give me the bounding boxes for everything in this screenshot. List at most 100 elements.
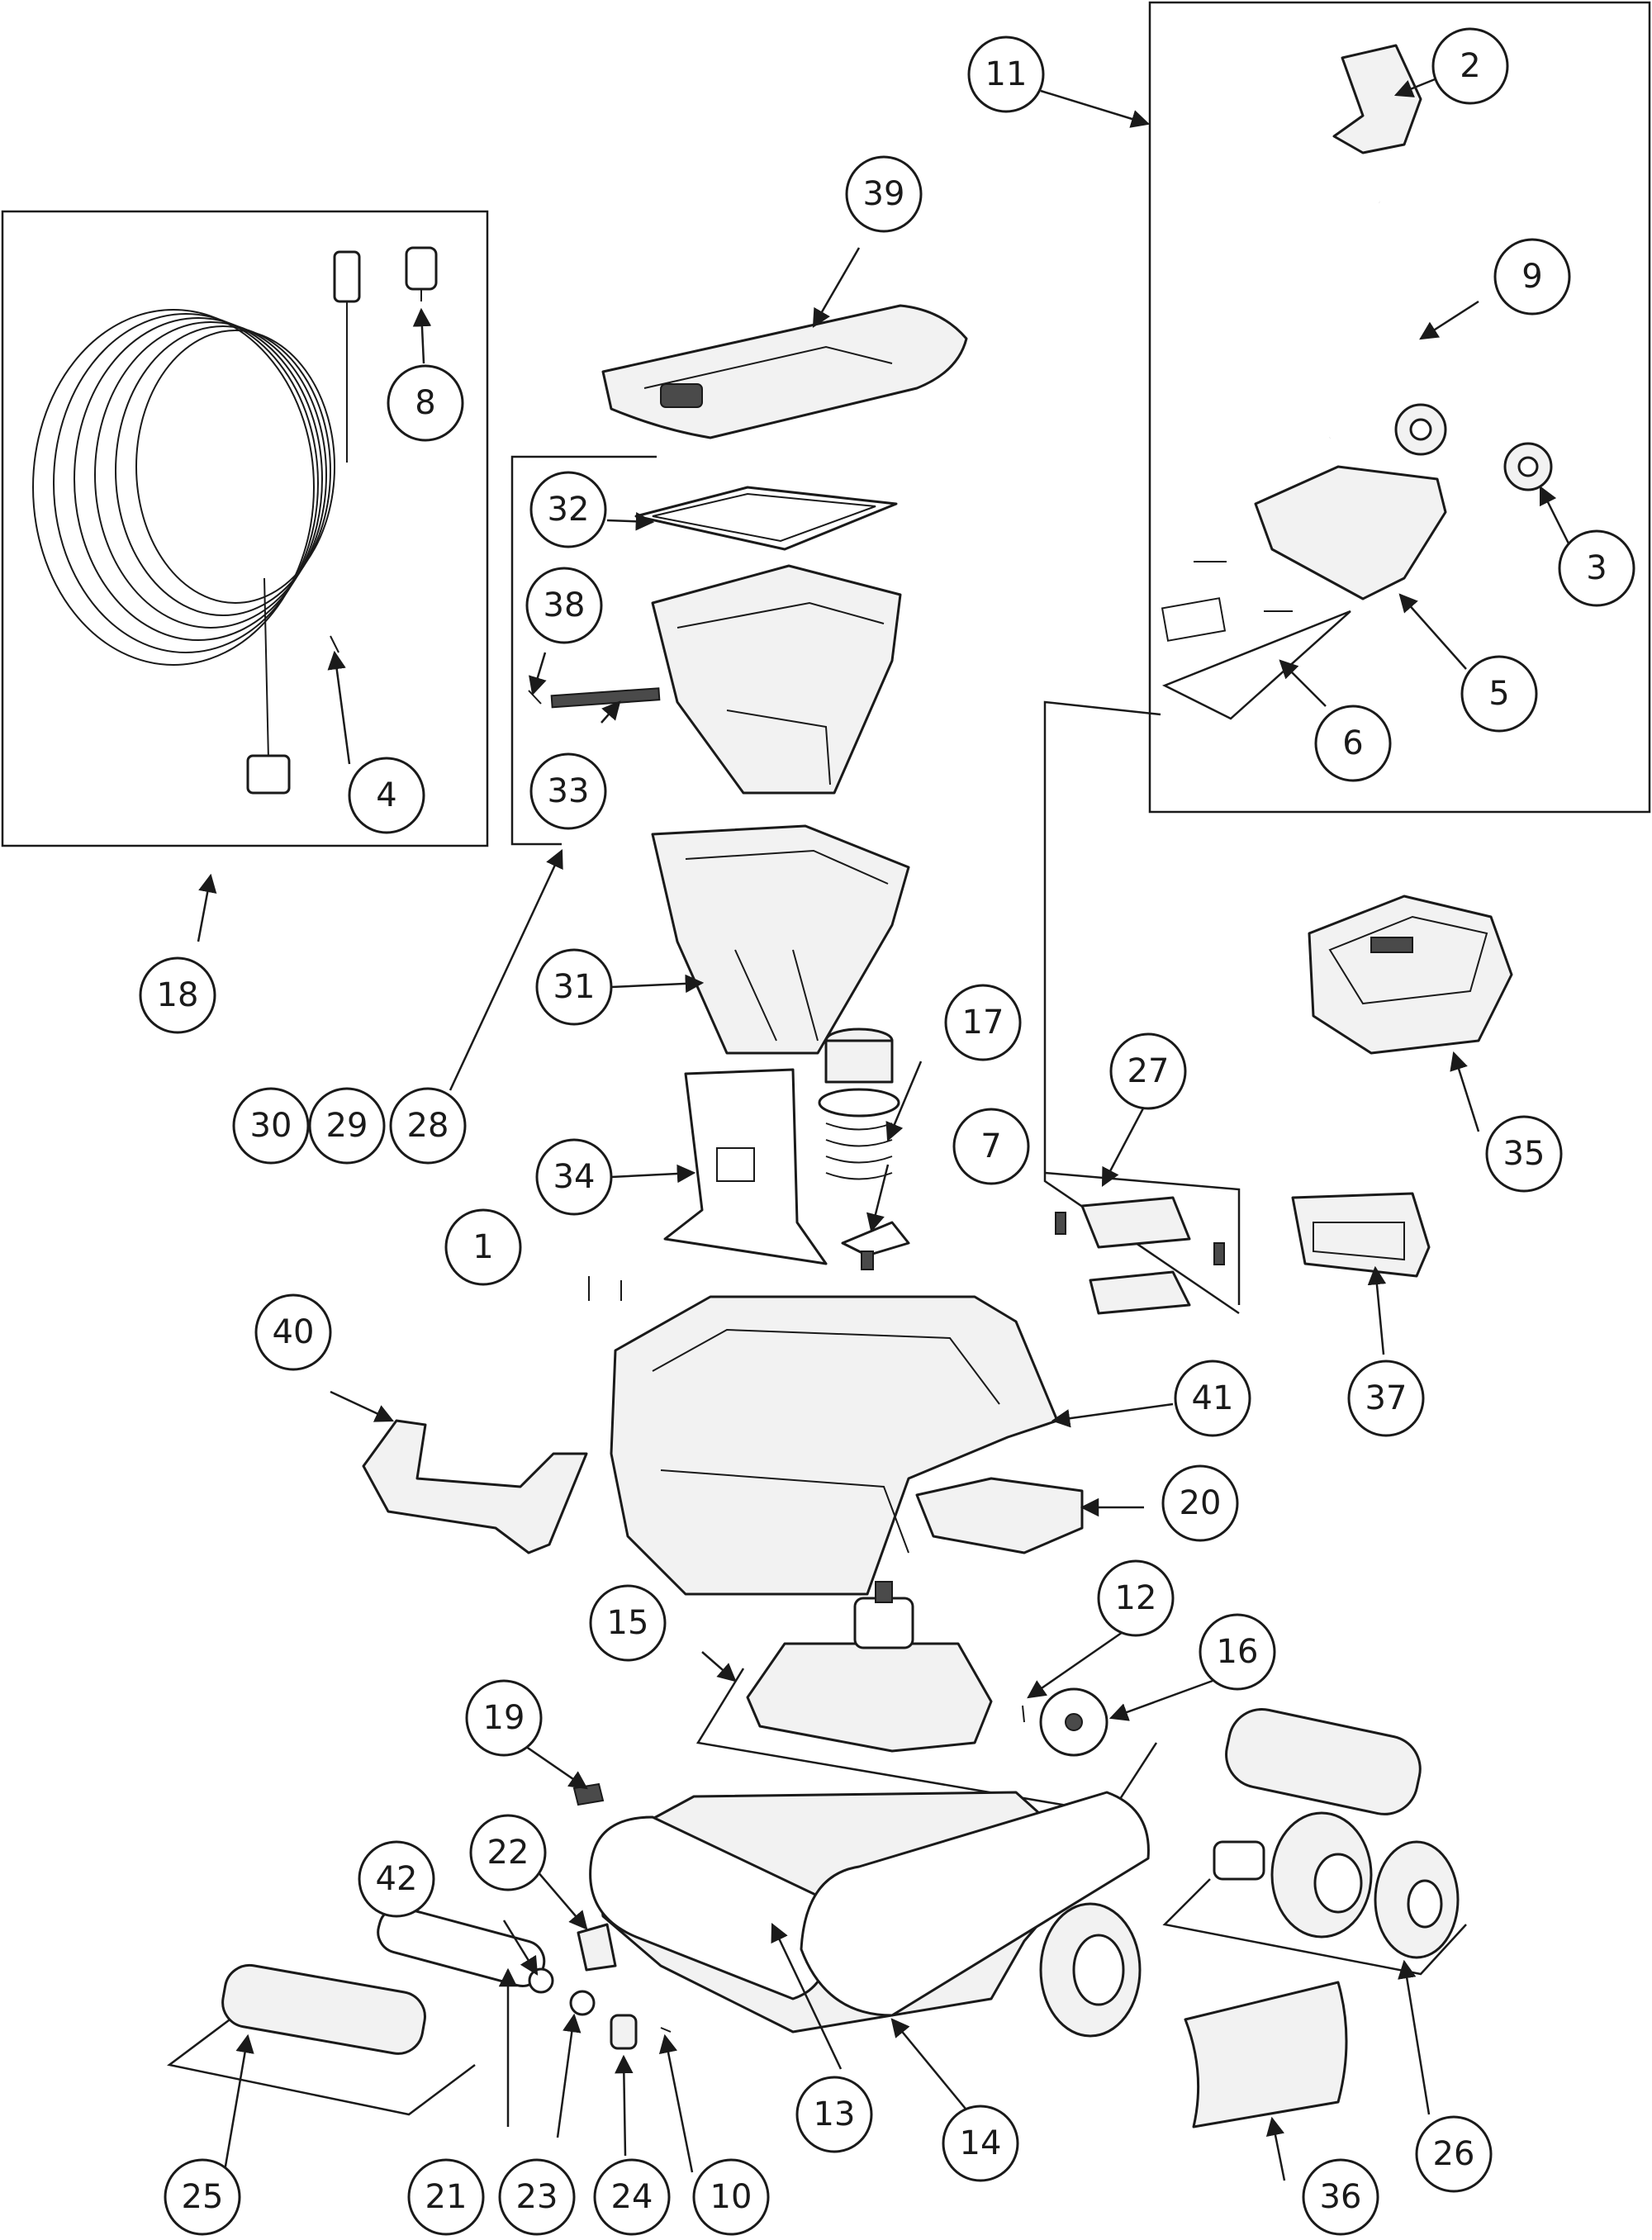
callout-39: 39 bbox=[845, 155, 923, 233]
callout-6: 6 bbox=[1314, 705, 1392, 782]
callout-24: 24 bbox=[593, 2158, 671, 2236]
callout-36: 36 bbox=[1302, 2158, 1379, 2236]
float-clip bbox=[572, 1782, 605, 1806]
handle bbox=[362, 1419, 588, 1554]
pad-kit-bracket bbox=[1043, 700, 1240, 1315]
svg-text:28: 28 bbox=[407, 1107, 449, 1145]
svg-text:29: 29 bbox=[326, 1107, 368, 1145]
svg-text:2: 2 bbox=[1460, 47, 1480, 85]
impeller bbox=[841, 1221, 910, 1270]
cable-kit-frame bbox=[1, 210, 489, 847]
callout-14: 14 bbox=[942, 2105, 1019, 2182]
filter-cover bbox=[634, 486, 898, 551]
svg-text:33: 33 bbox=[548, 772, 590, 810]
callout-16: 16 bbox=[1199, 1613, 1276, 1691]
callout-22: 22 bbox=[469, 1814, 547, 1891]
collar bbox=[569, 1990, 596, 2016]
svg-text:20: 20 bbox=[1180, 1484, 1222, 1522]
callout-37: 37 bbox=[1347, 1360, 1425, 1437]
svg-text:31: 31 bbox=[553, 968, 596, 1006]
callout-2: 2 bbox=[1431, 27, 1509, 105]
callout-17: 17 bbox=[944, 984, 1022, 1061]
svg-text:16: 16 bbox=[1217, 1633, 1259, 1671]
front-brush bbox=[1225, 1708, 1422, 1815]
brush-rear-bracket bbox=[167, 2015, 476, 2116]
callout-29: 29 bbox=[308, 1087, 386, 1165]
svg-text:23: 23 bbox=[516, 2178, 558, 2216]
svg-text:41: 41 bbox=[1192, 1379, 1234, 1417]
svg-text:39: 39 bbox=[863, 175, 905, 213]
svg-text:9: 9 bbox=[1521, 258, 1542, 296]
callout-11: 11 bbox=[967, 36, 1045, 113]
callout-4: 4 bbox=[348, 757, 425, 834]
pump-bracket bbox=[915, 1477, 1084, 1554]
filter-canister bbox=[651, 564, 902, 795]
callout-20: 20 bbox=[1161, 1464, 1239, 1542]
svg-text:25: 25 bbox=[182, 2178, 224, 2216]
svg-text:13: 13 bbox=[814, 2095, 856, 2133]
callout-27: 27 bbox=[1109, 1032, 1187, 1110]
caddy-kit-frame bbox=[1148, 1, 1651, 814]
svg-text:17: 17 bbox=[962, 1004, 1004, 1042]
svg-text:22: 22 bbox=[487, 1834, 529, 1872]
caddy-wheels bbox=[1394, 403, 1553, 491]
svg-text:15: 15 bbox=[607, 1604, 649, 1642]
front-wheels bbox=[1213, 1811, 1460, 1959]
filter-basket bbox=[651, 824, 910, 1055]
callout-35: 35 bbox=[1485, 1115, 1563, 1193]
callout-21: 21 bbox=[407, 2158, 485, 2236]
callout-41: 41 bbox=[1174, 1360, 1251, 1437]
top-lid bbox=[601, 304, 968, 439]
callout-18: 18 bbox=[139, 956, 216, 1034]
caddy-hardware bbox=[1161, 561, 1293, 642]
svg-text:14: 14 bbox=[960, 2124, 1002, 2162]
cover-plate bbox=[1184, 1981, 1348, 2128]
callout-33: 33 bbox=[529, 752, 607, 830]
callout-7: 7 bbox=[952, 1108, 1030, 1185]
leader-lines bbox=[197, 73, 1571, 2181]
svg-text:8: 8 bbox=[415, 384, 435, 422]
svg-text:18: 18 bbox=[157, 976, 199, 1014]
callout-9: 9 bbox=[1493, 238, 1571, 316]
svg-text:35: 35 bbox=[1503, 1135, 1545, 1173]
swivel-connector bbox=[405, 246, 438, 301]
callout-38: 38 bbox=[525, 567, 603, 644]
main-body bbox=[610, 1295, 1059, 1596]
callout-8: 8 bbox=[387, 364, 464, 442]
callout-34: 34 bbox=[535, 1138, 613, 1216]
drive-wheel bbox=[1039, 1902, 1142, 2038]
bearing-assembly bbox=[577, 1923, 617, 1972]
callout-28: 28 bbox=[389, 1087, 467, 1165]
caddy-clip bbox=[1332, 44, 1422, 154]
power-supply bbox=[1308, 895, 1513, 1055]
side-panel bbox=[1291, 1192, 1431, 1278]
filter-screen bbox=[550, 687, 661, 709]
drive-pin bbox=[1022, 1705, 1025, 1723]
svg-text:26: 26 bbox=[1433, 2135, 1475, 2173]
svg-text:19: 19 bbox=[483, 1699, 525, 1737]
callout-12: 12 bbox=[1097, 1559, 1175, 1637]
callout-19: 19 bbox=[465, 1679, 543, 1757]
svg-text:21: 21 bbox=[425, 2178, 468, 2216]
svg-text:37: 37 bbox=[1365, 1379, 1408, 1417]
callout-40: 40 bbox=[254, 1293, 332, 1371]
motor-block bbox=[746, 1581, 993, 1753]
caddy-handle bbox=[1327, 198, 1400, 442]
callout-23: 23 bbox=[498, 2158, 576, 2236]
wheel-pads bbox=[1055, 1196, 1225, 1315]
svg-text:3: 3 bbox=[1586, 549, 1607, 587]
bushing bbox=[528, 1967, 554, 1994]
screws bbox=[588, 1276, 622, 1301]
svg-text:1: 1 bbox=[472, 1228, 493, 1266]
callout-3: 3 bbox=[1558, 529, 1635, 607]
svg-text:24: 24 bbox=[611, 2178, 653, 2216]
chassis bbox=[589, 1791, 1150, 2034]
rear-brush bbox=[221, 1963, 426, 2055]
svg-text:30: 30 bbox=[250, 1107, 292, 1145]
callout-13: 13 bbox=[795, 2076, 873, 2153]
callout-32: 32 bbox=[529, 471, 607, 548]
svg-text:5: 5 bbox=[1488, 675, 1509, 713]
svg-text:7: 7 bbox=[980, 1127, 1001, 1165]
callout-5: 5 bbox=[1460, 655, 1538, 733]
